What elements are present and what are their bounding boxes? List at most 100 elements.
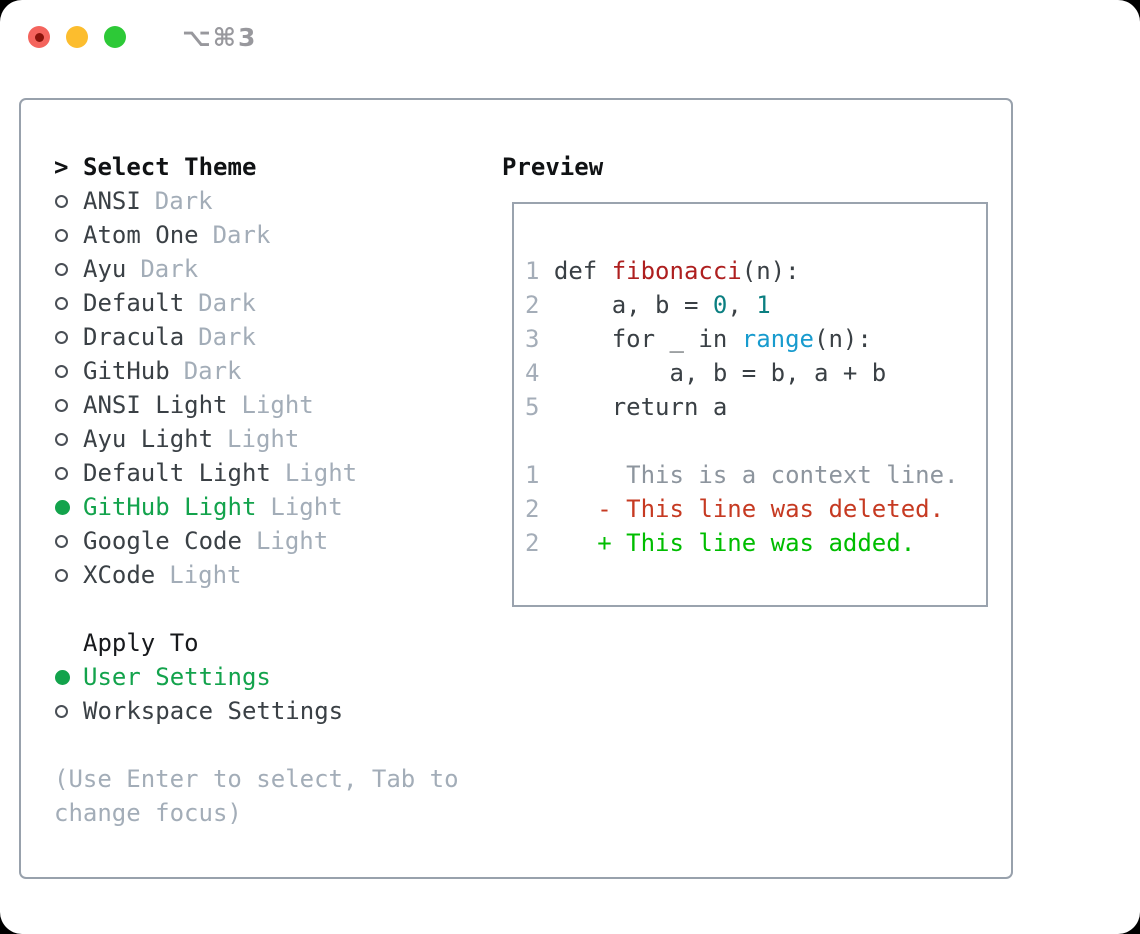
code-token: fibonacci — [611, 257, 742, 285]
apply-option[interactable]: Workspace Settings — [54, 694, 486, 728]
theme-variant-badge: Dark — [154, 187, 213, 215]
preview-box: 1 def fibonacci(n): 2 a, b = 0, 1 3 for _ … — [512, 202, 988, 607]
theme-option[interactable]: Ayu Dark — [54, 252, 486, 286]
code-preview: 1 def fibonacci(n): 2 a, b = 0, 1 3 for _ … — [525, 254, 986, 424]
line-number: 1 — [525, 461, 540, 489]
radio-icon[interactable] — [55, 704, 68, 718]
theme-option[interactable]: Dracula Dark — [54, 320, 486, 354]
theme-variant-badge: Dark — [198, 323, 256, 351]
diff-text: This line was deleted. — [626, 495, 945, 523]
theme-variant-badge: Light — [284, 459, 358, 487]
theme-name: Default — [83, 289, 185, 317]
radio-icon[interactable] — [55, 466, 68, 480]
line-number: 1 — [525, 257, 554, 285]
theme-variant-badge: Light — [255, 527, 329, 555]
theme-name: Google Code — [83, 527, 242, 555]
radio-icon[interactable] — [55, 398, 68, 412]
theme-option[interactable]: GitHub Dark — [54, 354, 486, 388]
line-number: 2 — [525, 529, 540, 557]
code-token: def — [553, 257, 612, 285]
select-theme-header: Select Theme — [83, 153, 257, 181]
radio-icon[interactable] — [55, 568, 68, 582]
radio-icon[interactable] — [55, 364, 68, 378]
code-token: return a — [553, 393, 728, 421]
diff-marker: - — [539, 495, 627, 523]
theme-variant-badge: Light — [270, 493, 343, 521]
theme-option[interactable]: ANSI Light Light — [54, 388, 486, 422]
theme-name: Atom One — [83, 221, 199, 249]
radio-selected-icon[interactable] — [55, 499, 70, 515]
line-number: 5 — [525, 393, 554, 421]
apply-to-header: Apply To — [83, 629, 199, 657]
code-token: a, b = — [553, 291, 713, 319]
select-theme-header-row: > Select Theme — [54, 150, 486, 184]
theme-option[interactable]: Default Light Light — [54, 456, 486, 490]
radio-icon[interactable] — [55, 432, 68, 446]
apply-to-header-row: Apply To — [54, 626, 486, 660]
theme-option[interactable]: Google Code Light — [54, 524, 486, 558]
code-token: range — [741, 325, 814, 353]
theme-name: Dracula — [83, 323, 185, 351]
theme-option[interactable]: Default Dark — [54, 286, 486, 320]
code-line: 3 for _ in range(n): — [525, 322, 986, 356]
theme-variant-badge: Dark — [198, 289, 256, 317]
help-text: (Use Enter to select, Tab to change focu… — [54, 765, 459, 827]
diff-line-added: 2 + This line was added. — [525, 526, 986, 560]
code-line: 1 def fibonacci(n): — [525, 254, 986, 288]
radio-icon[interactable] — [55, 262, 68, 276]
code-token: , — [727, 291, 757, 319]
diff-marker — [539, 461, 626, 489]
line-number: 3 — [525, 325, 554, 353]
theme-name: ANSI Light — [83, 391, 228, 419]
zoom-button-icon[interactable] — [104, 26, 126, 48]
theme-variant-badge: Dark — [183, 357, 242, 385]
theme-name: Ayu Light — [83, 425, 214, 453]
radio-icon[interactable] — [55, 228, 68, 242]
cursor-icon: > — [54, 153, 69, 181]
line-number: 2 — [525, 495, 540, 523]
radio-icon[interactable] — [55, 534, 68, 548]
apply-option-label: User Settings — [83, 663, 271, 691]
close-dot-icon — [34, 32, 44, 42]
code-token: for _ in — [553, 325, 742, 353]
line-number: 4 — [525, 359, 554, 387]
close-button-icon[interactable] — [28, 26, 50, 48]
diff-text: This line was added. — [626, 529, 916, 557]
theme-option[interactable]: ANSI Dark — [54, 184, 486, 218]
theme-name: GitHub — [83, 357, 170, 385]
theme-name: XCode — [83, 561, 156, 589]
apply-option[interactable]: User Settings — [54, 660, 486, 694]
radio-selected-icon[interactable] — [55, 669, 70, 685]
radio-icon[interactable] — [55, 330, 68, 344]
theme-variant-badge: Light — [227, 425, 300, 453]
diff-line-deleted: 2 - This line was deleted. — [525, 492, 986, 526]
radio-icon[interactable] — [55, 296, 68, 310]
theme-option[interactable]: Ayu Light Light — [54, 422, 486, 456]
diff-text: This is a context line. — [626, 461, 959, 489]
code-line: 5 return a — [525, 390, 986, 424]
code-token: 0 — [712, 291, 728, 319]
theme-variant-badge: Dark — [140, 255, 199, 283]
titlebar: ⌥⌘3 — [0, 0, 1140, 74]
apply-option-label: Workspace Settings — [83, 697, 344, 725]
code-token: (n): — [741, 257, 800, 285]
theme-variant-badge: Light — [241, 391, 314, 419]
line-number: 2 — [525, 291, 554, 319]
diff-line-context: 1 This is a context line. — [525, 458, 986, 492]
theme-name: Default Light — [83, 459, 271, 487]
minimize-button-icon[interactable] — [66, 26, 88, 48]
diff-preview: 1 This is a context line.2 - This line w… — [525, 458, 986, 560]
radio-icon[interactable] — [55, 194, 68, 208]
theme-name: ANSI — [83, 187, 141, 215]
diff-marker: + — [539, 529, 627, 557]
preview-header: Preview — [502, 153, 604, 181]
code-token: a, b = b, a + b — [553, 359, 887, 387]
theme-name: Ayu — [83, 255, 127, 283]
